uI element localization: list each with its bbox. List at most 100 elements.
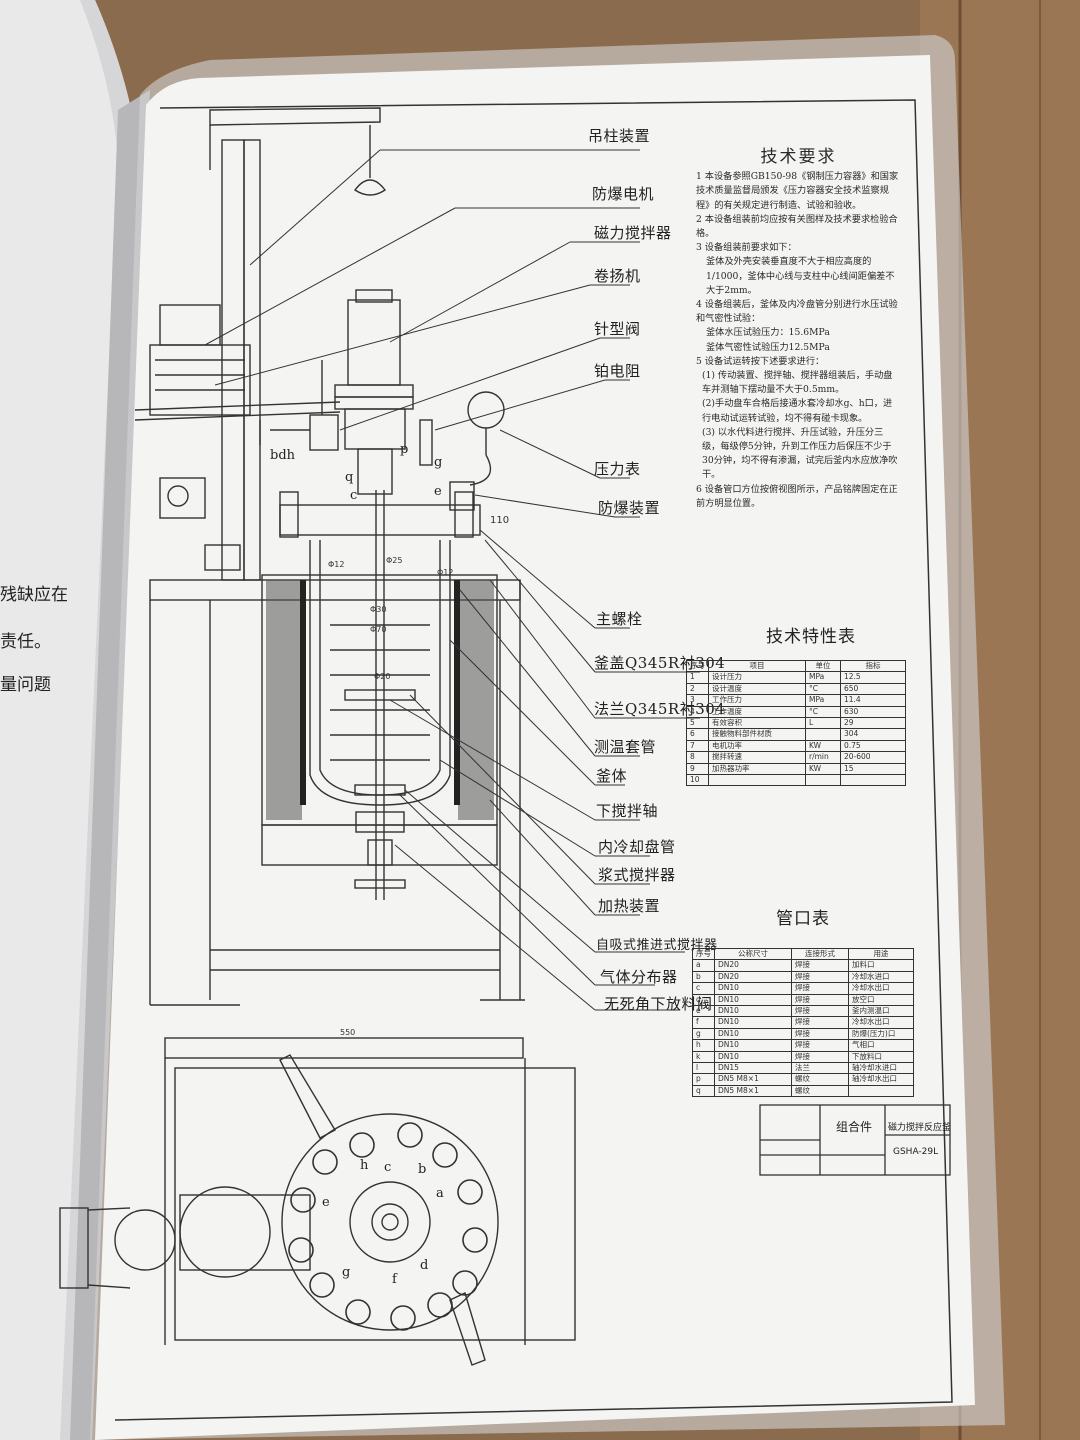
plan-letter-h: h [360,1158,369,1173]
spec-table-cell: 630 [840,705,906,719]
tech-item: (2)手动盘车合格后接通水套冷却水g、h口，进行电动试运转试验，均不得有碰卡现象… [702,398,893,424]
nozzle-table-title: 管口表 [776,909,830,929]
nozzle-table-cell: 焊接 [791,982,849,995]
dim-phi12-left: Φ12 [328,560,345,569]
nozzle-table-cell: 轴冷却水进口 [848,1062,914,1075]
nozzle-table-cell: 轴冷却水出口 [848,1073,914,1086]
spec-header-value: 指标 [840,659,906,673]
label-bottom-valve: 无死角下放料阀 [604,995,713,1013]
dim-phi25: Φ25 [386,556,403,565]
plan-letter-c: c [384,1160,392,1175]
label-rupture-device: 防爆装置 [598,499,661,517]
spec-table-cell: 2 [686,682,709,696]
dim-phi30: Φ30 [370,605,387,614]
tech-requirements-title: 技术要求 [760,147,837,167]
dim-phi20: Φ20 [374,672,391,681]
spec-table-cell: 11.4 [840,694,906,707]
spec-table-cell: 15 [840,762,906,776]
label-platinum-resistor: 铂电阻 [594,362,641,380]
plan-letter-b: b [418,1162,427,1177]
tech-item: 2 本设备组装前均应按有关图样及技术要求检验合格。 [696,213,898,240]
label-davit: 吊柱装置 [588,127,651,145]
spec-table-cell: 304 [840,728,906,741]
spec-table-cell [840,774,906,787]
left-page-text-3: 量问题 [0,675,51,695]
spec-table-cell: KW [805,739,841,753]
nozzle-table-cell: 加料口 [848,959,914,972]
nozzle-table-header: 序号 公称尺寸 连接形式 用途 [692,947,914,961]
nozzle-table-cell: 放空口 [848,993,914,1007]
nozzle-header-no: 序号 [692,947,715,961]
letter-q: q [345,470,354,485]
nozzle-table-cell: c [692,982,715,995]
nozzle-table-cell: DN5 M8×1 [714,1084,792,1098]
spec-table-cell: °C [805,705,841,719]
dim-550: 550 [340,1028,356,1037]
label-cooling-coil: 内冷却盘管 [598,838,676,856]
tech-item: 釜体水压试验压力：15.6MPa [706,327,830,339]
nozzle-header-size: 公称尺寸 [714,947,792,961]
tech-item: 6 设备管口方位按俯视图所示，产品铭牌固定在正前方明显位置。 [696,483,898,509]
spec-table-cell: 12.5 [840,671,906,684]
nozzle-table-cell: 冷却水出口 [848,982,914,995]
letter-e: e [434,484,442,499]
plan-letter-e: e [322,1195,330,1210]
nozzle-table-cell: 冷却水进口 [848,970,914,984]
label-thermowell: 测温套管 [594,738,657,756]
nozzle-header-purpose: 用途 [848,947,914,961]
label-self-priming-stirrer: 自吸式推进式搅拌器 [596,938,718,953]
nozzle-table-cell: DN10 [714,993,792,1007]
spec-table-cell: MPa [805,671,841,684]
label-pressure-gauge: 压力表 [594,460,641,478]
plan-letter-a: a [436,1186,444,1201]
spec-table-header: 序号 项目 单位 指标 [686,659,906,673]
spec-table-cell: 设计温度 [708,682,806,696]
letter-p: p [400,442,409,457]
dim-phi70: Φ70 [370,625,387,634]
nozzle-table-cell: b [692,970,715,984]
tech-item: (3) 以水代料进行搅拌、升压试验，升压分三级，每级停5分钟，升到工作压力后保压… [702,426,898,481]
letter-g: g [434,455,443,470]
spec-table-cell: 29 [840,717,906,730]
label-magnetic-stirrer: 磁力搅拌器 [594,224,672,242]
spec-table-cell: MPa [805,694,841,707]
nozzle-table-cell: 下放料口 [848,1050,914,1064]
nozzle-table-cell: 防爆(压力)口 [848,1027,914,1041]
spec-table-cell: 搅拌转速 [708,751,806,764]
nozzle-table-cell: DN10 [714,1005,792,1018]
label-lower-shaft: 下搅拌轴 [596,802,659,820]
spec-table-cell: 20-600 [840,751,906,764]
letter-c: c [350,488,358,503]
tech-item: 釜体气密性试验压力12.5MPa [706,341,830,353]
label-needle-valve: 针型阀 [594,320,641,338]
dim-110: 110 [490,515,510,526]
nozzle-table-cell: 釜内测温口 [848,1005,914,1018]
spec-table-row: 10 [686,774,906,787]
plan-letter-d: d [420,1258,429,1273]
nozzle-table-cell: DN5 M8×1 [714,1073,792,1086]
title-block-name: 组合件 [836,1120,873,1134]
tech-item: 釜体及外壳安装垂直度不大于相应高度的1/1000，釜体中心线与支柱中心线间距偏差… [706,256,895,296]
label-main-bolt: 主螺栓 [596,610,643,628]
label-winch: 卷扬机 [594,267,641,285]
label-heater: 加热装置 [598,897,661,915]
nozzle-table-cell [848,1084,914,1098]
